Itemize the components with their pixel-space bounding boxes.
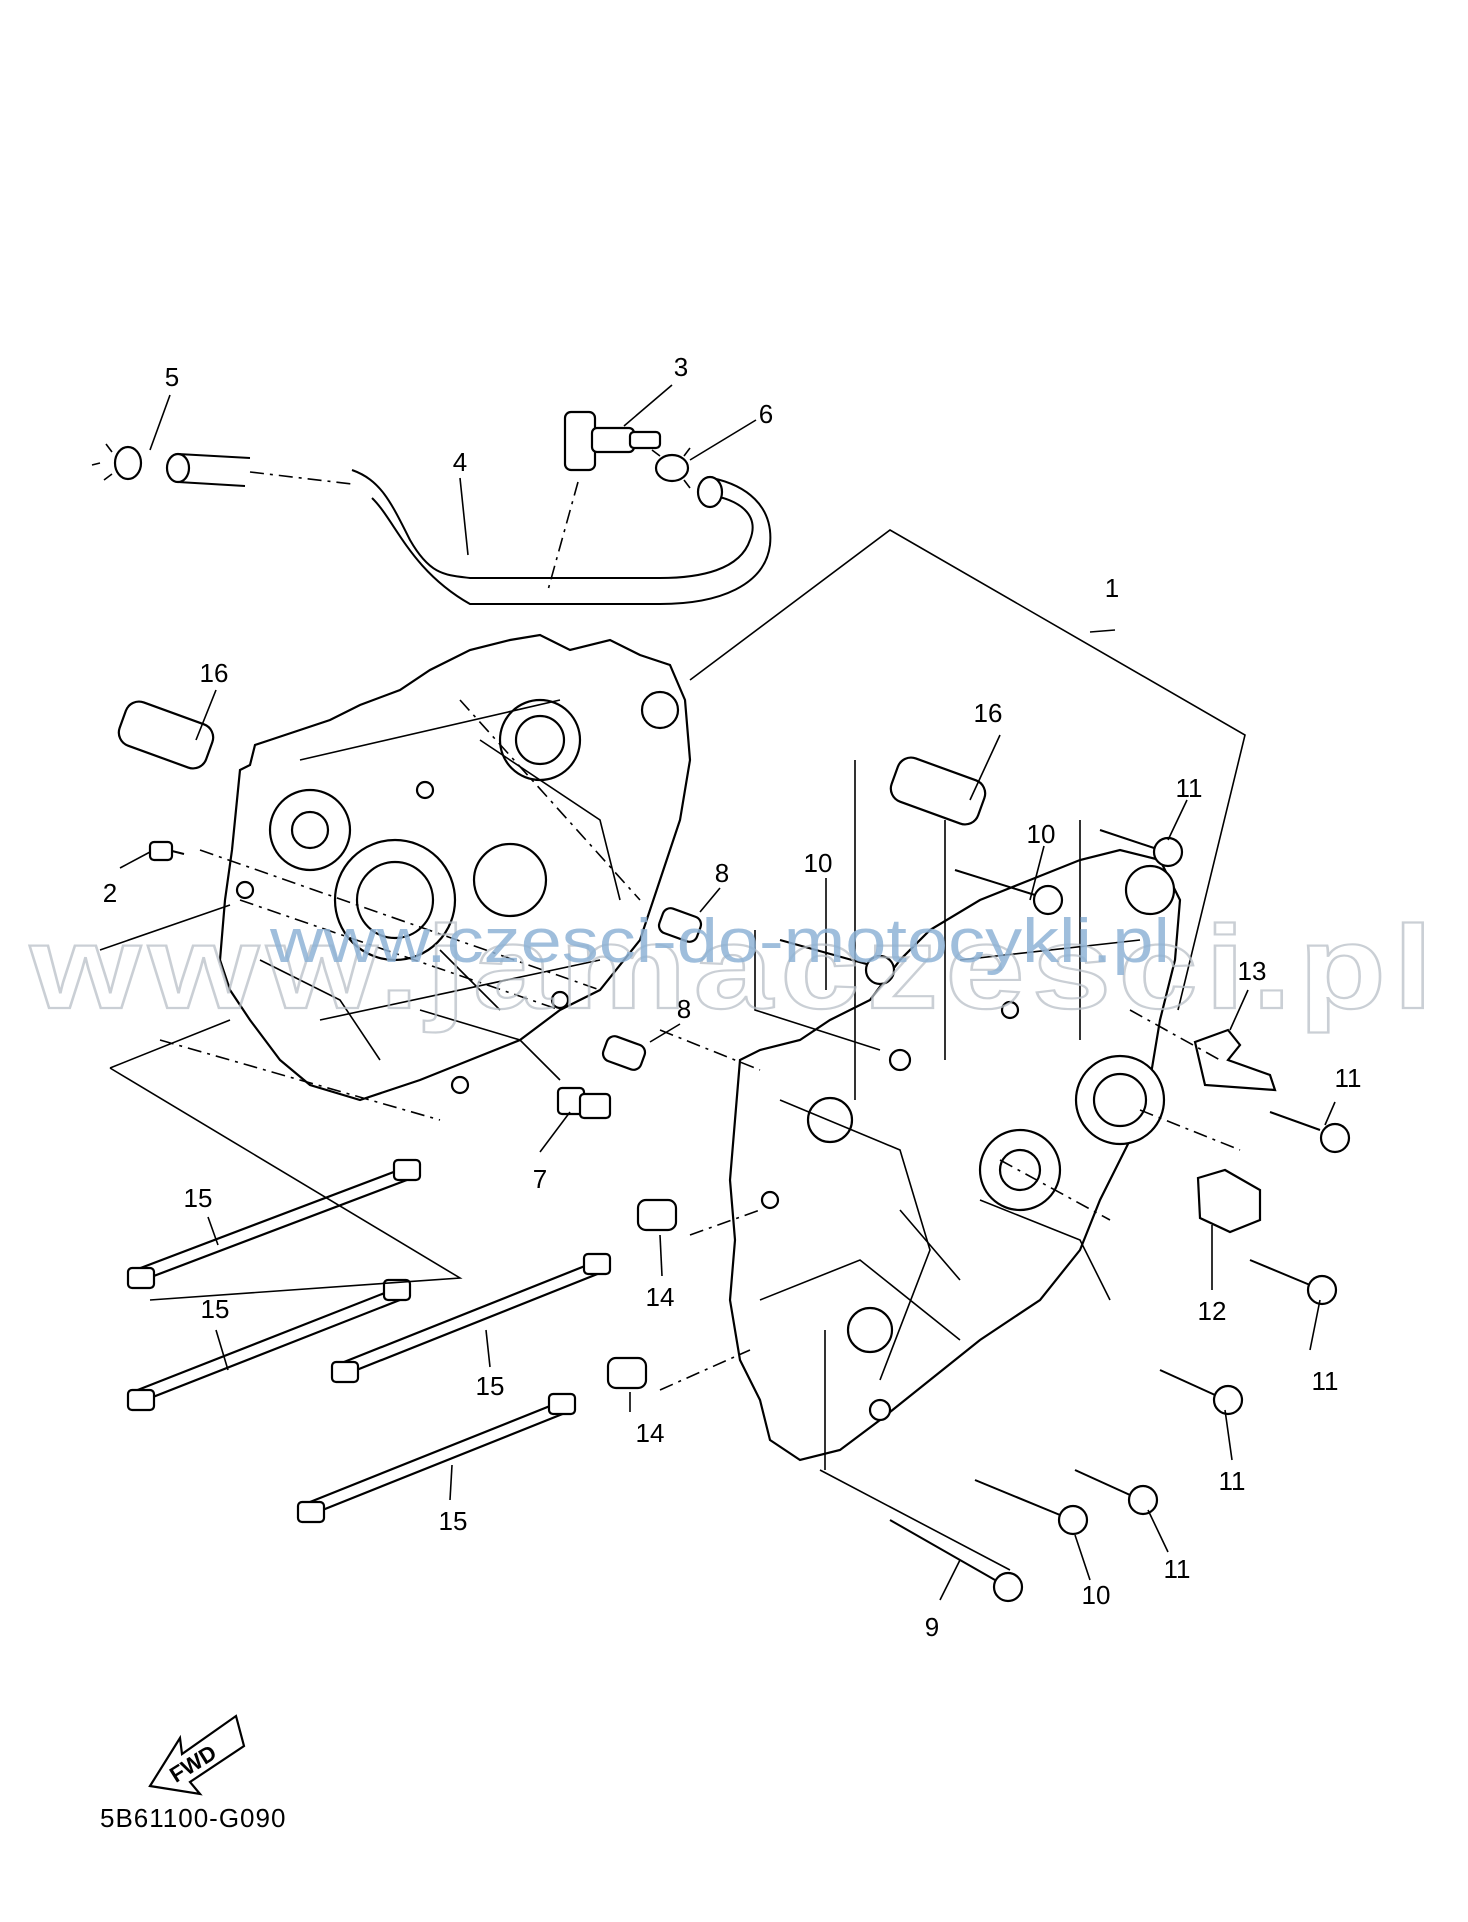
collar-upper xyxy=(636,1198,678,1232)
bearing-sleeve-right xyxy=(889,756,987,826)
hose-clamp-right xyxy=(651,447,691,489)
crankcase-left xyxy=(218,633,692,1102)
dowel-pin-upper xyxy=(657,907,703,943)
callout-6: 6 xyxy=(759,399,773,429)
drain-plug xyxy=(556,1086,612,1120)
callout-11-right-upper: 11 xyxy=(1335,1063,1362,1093)
callout-11-top: 11 xyxy=(1176,773,1203,803)
callout-2: 2 xyxy=(103,878,117,908)
callout-13: 13 xyxy=(1238,956,1267,986)
callout-7: 7 xyxy=(533,1164,547,1194)
breather-joint xyxy=(547,410,662,591)
callout-12: 12 xyxy=(1198,1296,1227,1326)
watermark: www.jamaczesci.pl www.czesci-do-motocykl… xyxy=(28,901,1440,1035)
callout-8-upper: 8 xyxy=(715,858,729,888)
callout-10-left: 10 xyxy=(804,848,833,878)
hose-clamp-left xyxy=(91,443,143,481)
callout-11-mid: 11 xyxy=(1219,1466,1246,1496)
callout-14-lower: 14 xyxy=(636,1418,665,1448)
callout-11-bottom: 11 xyxy=(1164,1554,1191,1584)
stud-bolts xyxy=(126,1158,612,1524)
callout-16-left: 16 xyxy=(200,658,229,688)
leader-lines xyxy=(99,384,1336,1601)
dowel-pin-lower xyxy=(601,1035,647,1071)
callout-15-d: 15 xyxy=(439,1506,468,1536)
bearing-sleeve-left xyxy=(117,700,215,770)
bolt-small xyxy=(148,840,185,862)
callout-15-a: 15 xyxy=(184,1183,213,1213)
callout-9: 9 xyxy=(925,1612,939,1642)
breather-hose xyxy=(165,452,772,605)
callout-16-right: 16 xyxy=(974,698,1003,728)
watermark-large: www.jamaczesci.pl xyxy=(29,902,1440,1034)
callout-8-lower: 8 xyxy=(677,994,691,1024)
callout-4: 4 xyxy=(453,447,467,477)
watermark-small: www.czesci-do-motocykli.pl xyxy=(269,907,1170,976)
callout-11-right-lower: 11 xyxy=(1312,1366,1339,1396)
drawing-code: 5B61100-G090 xyxy=(100,1803,287,1833)
crankcase-bolts xyxy=(779,829,1351,1603)
callout-3: 3 xyxy=(674,352,688,382)
cable-clamp-lower xyxy=(1196,1168,1262,1234)
part-callouts: 1 2 3 4 5 6 7 8 8 9 10 10 10 11 11 11 11… xyxy=(103,352,1362,1642)
callout-14-upper: 14 xyxy=(646,1282,675,1312)
callout-1: 1 xyxy=(1105,573,1119,603)
callout-10-bottom: 10 xyxy=(1082,1580,1111,1610)
breather-hose-assembly xyxy=(91,410,772,605)
forward-direction-arrow: FWD xyxy=(148,1714,246,1796)
callout-15-b: 15 xyxy=(201,1294,230,1324)
cable-clamp-upper xyxy=(1193,1028,1277,1092)
callout-15-c: 15 xyxy=(476,1371,505,1401)
callout-5: 5 xyxy=(165,362,179,392)
collar-lower xyxy=(606,1356,648,1390)
callout-10-center: 10 xyxy=(1027,819,1056,849)
